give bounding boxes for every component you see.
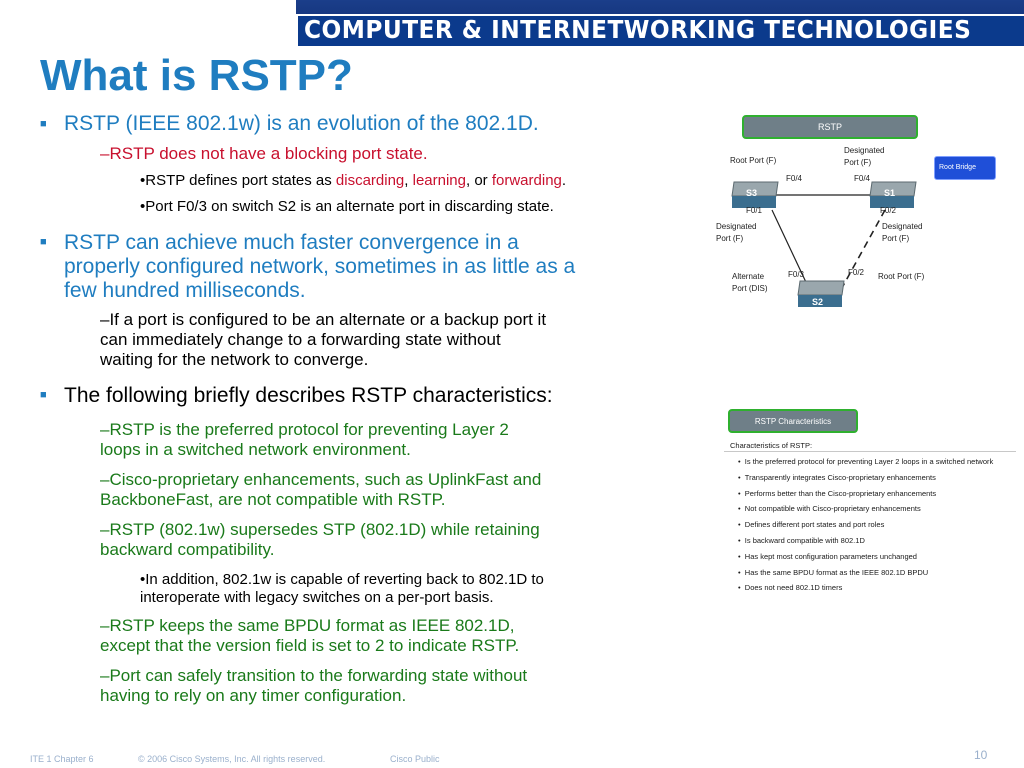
bullet-2-sub-line-3: waiting for the network to converge.	[100, 350, 369, 369]
bullet-marker: ■	[40, 236, 47, 248]
label-designated-left-2: Port (F)	[716, 234, 744, 243]
bullet-2-line-3: few hundred milliseconds.	[64, 279, 306, 302]
switch-s2-body	[798, 295, 842, 307]
label-f02-top: F0/2	[880, 206, 897, 215]
list-item: • Defines different port states and port…	[738, 520, 885, 530]
footer-public: Cisco Public	[390, 754, 440, 764]
label-root-port-left: Root Port (F)	[730, 156, 777, 165]
bullet-2-line-1: RSTP can achieve much faster convergence…	[64, 231, 519, 254]
footer-copyright: © 2006 Cisco Systems, Inc. All rights re…	[138, 754, 326, 764]
label-f04-left: F0/4	[786, 174, 803, 183]
bullet-3-sub-4-line-1: –RSTP keeps the same BPDU format as IEEE…	[100, 616, 515, 635]
label-f03: F0/3	[788, 270, 805, 279]
bullet-marker: ■	[40, 389, 47, 401]
characteristics-list: • Is the preferred protocol for preventi…	[738, 454, 993, 596]
switch-s2-top	[797, 280, 845, 296]
label-designated-right-1: Designated	[882, 222, 923, 231]
bullet-2-sub-line-2: can immediately change to a forwarding s…	[100, 330, 501, 349]
root-bridge-badge: Root Bridge	[934, 156, 996, 180]
divider	[724, 451, 1016, 452]
label-alternate-1: Alternate	[732, 272, 765, 281]
list-item: • Has the same BPDU format as the IEEE 8…	[738, 567, 929, 577]
label-designated-top-1: Designated	[844, 146, 885, 155]
label-designated-left-1: Designated	[716, 222, 757, 231]
bullet-3-sub-1-line-2: loops in a switched network environment.	[100, 440, 411, 459]
list-item: • Transparently integrates Cisco-proprie…	[738, 472, 936, 482]
switch-s1-body	[870, 196, 914, 208]
header-banner-text: COMPUTER & INTERNETWORKING TECHNOLOGIES	[304, 15, 972, 44]
bullet-3-sub-3-line-2: backward compatibility.	[100, 540, 275, 559]
header-banner	[296, 14, 1024, 46]
label-designated-right-2: Port (F)	[882, 234, 910, 243]
slide-title: What is RSTP?	[40, 51, 353, 100]
bullet-2-sub-line-1: –If a port is configured to be an altern…	[100, 310, 547, 329]
rstp-characteristics-table: RSTP Characteristics Characteristics of …	[722, 405, 1018, 605]
bullet-marker: ■	[40, 118, 47, 130]
bullet-3-sub-5-line-2: having to rely on any timer configuratio…	[100, 686, 407, 705]
footer-chapter: ITE 1 Chapter 6	[30, 754, 94, 764]
bullet-3-sub-1-line-1: –RSTP is the preferred protocol for prev…	[100, 420, 509, 439]
switch-s2-label: S2	[812, 297, 824, 307]
bullet-3-sub-3-line-1: –RSTP (802.1w) supersedes STP (802.1D) w…	[100, 520, 540, 539]
switch-s3-body	[732, 196, 776, 208]
label-f01: F0/1	[746, 206, 763, 215]
bullet-2-line-2: properly configured network, sometimes i…	[64, 255, 576, 278]
bullet-3-sub-2-line-2: BackboneFast, are not compatible with RS…	[100, 490, 446, 509]
diagram-links	[731, 181, 917, 307]
bullet-1-sub-1: –RSTP does not have a blocking port stat…	[100, 144, 428, 163]
bullet-3-sub-3-sub-line-2: interoperate with legacy switches on a p…	[140, 589, 494, 606]
list-item: • Does not need 802.1D timers	[738, 583, 843, 593]
rstp-topology-diagram: RSTP S3 S1 S2 Root Bridge Root Port (F) …	[710, 110, 1020, 310]
label-f04-right: F0/4	[854, 174, 871, 183]
characteristics-title: RSTP Characteristics	[754, 417, 832, 426]
bullet-3-sub-2-line-1: –Cisco-proprietary enhancements, such as…	[100, 470, 542, 489]
label-alternate-2: Port (DIS)	[732, 284, 768, 293]
characteristics-title-box: RSTP Characteristics	[728, 409, 858, 433]
bullet-1-sub-1-b: •Port F0/3 on switch S2 is an alternate …	[140, 198, 554, 215]
switch-s1-label: S1	[884, 188, 896, 198]
list-item: • Is backward compatible with 802.1D	[738, 535, 865, 545]
root-bridge-label: Root Bridge	[939, 164, 976, 171]
bullet-3-sub-5-line-1: –Port can safely transition to the forwa…	[100, 666, 528, 685]
label-root-port-right: Root Port (F)	[878, 272, 925, 281]
bullet-3-sub-3-sub-line-1: •In addition, 802.1w is capable of rever…	[140, 571, 544, 588]
page-number: 10	[974, 748, 988, 762]
list-item: • Not compatible with Cisco-proprietary …	[738, 504, 921, 514]
label-designated-top-2: Port (F)	[844, 158, 872, 167]
bullet-1-text: RSTP (IEEE 802.1w) is an evolution of th…	[64, 112, 539, 135]
diagram-title-box: RSTP	[742, 115, 918, 139]
diagram-title: RSTP	[817, 122, 842, 132]
switch-s3-label: S3	[746, 188, 758, 198]
list-item: • Has kept most configuration parameters…	[738, 551, 917, 561]
header-white-area	[0, 0, 296, 46]
label-f02-bottom: F0/2	[848, 268, 865, 277]
list-item: • Performs better than the Cisco-proprie…	[738, 488, 937, 498]
bullet-3-sub-4-line-2: except that the version field is set to …	[100, 636, 520, 655]
characteristics-heading: Characteristics of RSTP:	[730, 441, 813, 450]
bullet-3-text: The following briefly describes RSTP cha…	[64, 384, 553, 407]
link-s1-s2-blocked	[837, 209, 886, 296]
bullet-1-sub-1-a: •RSTP defines port states as discarding,…	[140, 172, 567, 189]
list-item: • Is the preferred protocol for preventi…	[738, 457, 994, 466]
